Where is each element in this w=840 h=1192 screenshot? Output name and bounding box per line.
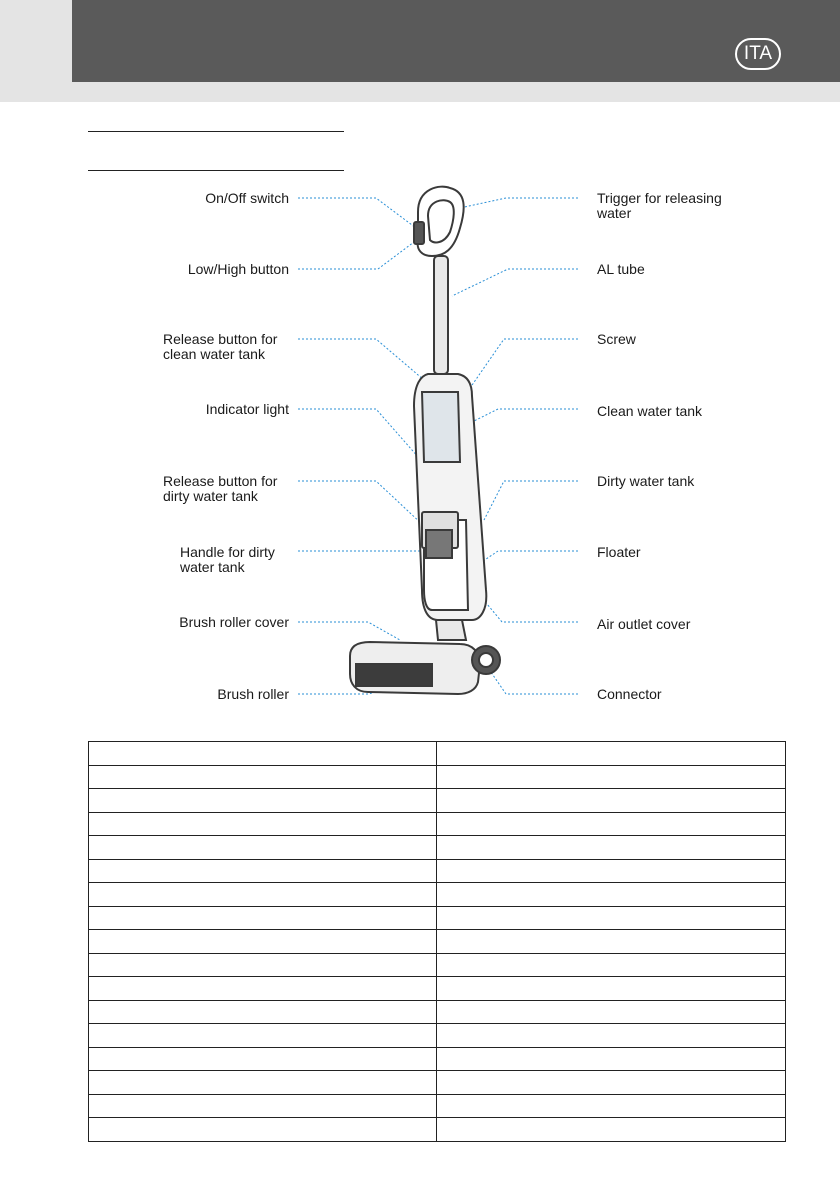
header-bar	[72, 0, 840, 82]
label-trigger: Trigger for releasing water	[597, 190, 722, 221]
label-air-outlet-cover: Air outlet cover	[597, 616, 691, 632]
table-row	[88, 1046, 786, 1071]
table-cell	[436, 1046, 786, 1071]
table-cell	[436, 905, 786, 930]
table-cell	[436, 835, 786, 860]
table-cell	[436, 929, 786, 954]
table-row	[88, 835, 786, 860]
label-on-off-switch: On/Off switch	[205, 190, 289, 206]
label-release-clean-tank: Release button for clean water tank	[163, 331, 278, 362]
label-floater: Floater	[597, 544, 641, 560]
label-al-tube: AL tube	[597, 261, 645, 277]
leader-lines-left	[298, 197, 439, 695]
table-row	[88, 741, 786, 766]
label-low-high-button: Low/High button	[187, 261, 289, 277]
table-row	[88, 1023, 786, 1048]
table-cell	[436, 999, 786, 1024]
table-cell	[88, 1117, 437, 1142]
table-cell	[88, 858, 437, 883]
table-cell	[88, 1070, 437, 1095]
table-row	[88, 811, 786, 836]
label-release-dirty-tank: Release button for dirty water tank	[163, 473, 278, 504]
table-row	[88, 952, 786, 977]
table-cell	[436, 882, 786, 907]
table-row	[88, 788, 786, 813]
spec-table	[88, 741, 786, 1142]
vacuum-cleaner-illustration	[298, 185, 578, 696]
label-brush-roller: Brush roller	[217, 686, 289, 702]
table-cell	[436, 858, 786, 883]
table-cell	[436, 952, 786, 977]
table-cell	[88, 905, 437, 930]
table-row	[88, 1117, 786, 1142]
vacuum-diagram: On/Off switch Low/High button Release bu…	[88, 170, 768, 730]
label-brush-roller-cover: Brush roller cover	[179, 614, 289, 630]
table-cell	[88, 1093, 437, 1118]
table-cell	[436, 1093, 786, 1118]
table-cell	[88, 764, 437, 789]
table-cell	[88, 788, 437, 813]
table-row	[88, 764, 786, 789]
language-badge: ITA	[735, 38, 781, 70]
label-handle-dirty-tank: Handle for dirty water tank	[180, 544, 275, 575]
table-cell	[436, 741, 786, 766]
table-cell	[88, 741, 437, 766]
table-cell	[88, 976, 437, 1001]
table-cell	[88, 811, 437, 836]
table-row	[88, 905, 786, 930]
table-cell	[88, 929, 437, 954]
label-indicator-light: Indicator light	[205, 401, 289, 417]
table-cell	[436, 1023, 786, 1048]
table-cell	[436, 1117, 786, 1142]
table-cell	[88, 1023, 437, 1048]
label-clean-water-tank: Clean water tank	[597, 403, 703, 419]
label-connector: Connector	[597, 686, 662, 702]
table-row	[88, 1070, 786, 1095]
spec-table-body	[88, 741, 786, 1142]
table-cell	[88, 882, 437, 907]
vacuum-body	[349, 185, 501, 696]
table-cell	[88, 999, 437, 1024]
table-cell	[436, 811, 786, 836]
label-dirty-water-tank: Dirty water tank	[597, 473, 695, 489]
table-cell	[88, 1046, 437, 1071]
section-title-underline	[88, 131, 344, 132]
table-cell	[436, 788, 786, 813]
table-row	[88, 929, 786, 954]
table-cell	[88, 952, 437, 977]
table-row	[88, 1093, 786, 1118]
table-row	[88, 999, 786, 1024]
table-cell	[88, 835, 437, 860]
table-row	[88, 976, 786, 1001]
table-cell	[436, 976, 786, 1001]
section-title-underline	[88, 170, 344, 171]
table-row	[88, 858, 786, 883]
table-row	[88, 882, 786, 907]
label-screw: Screw	[597, 331, 636, 347]
table-cell	[436, 1070, 786, 1095]
table-cell	[436, 764, 786, 789]
